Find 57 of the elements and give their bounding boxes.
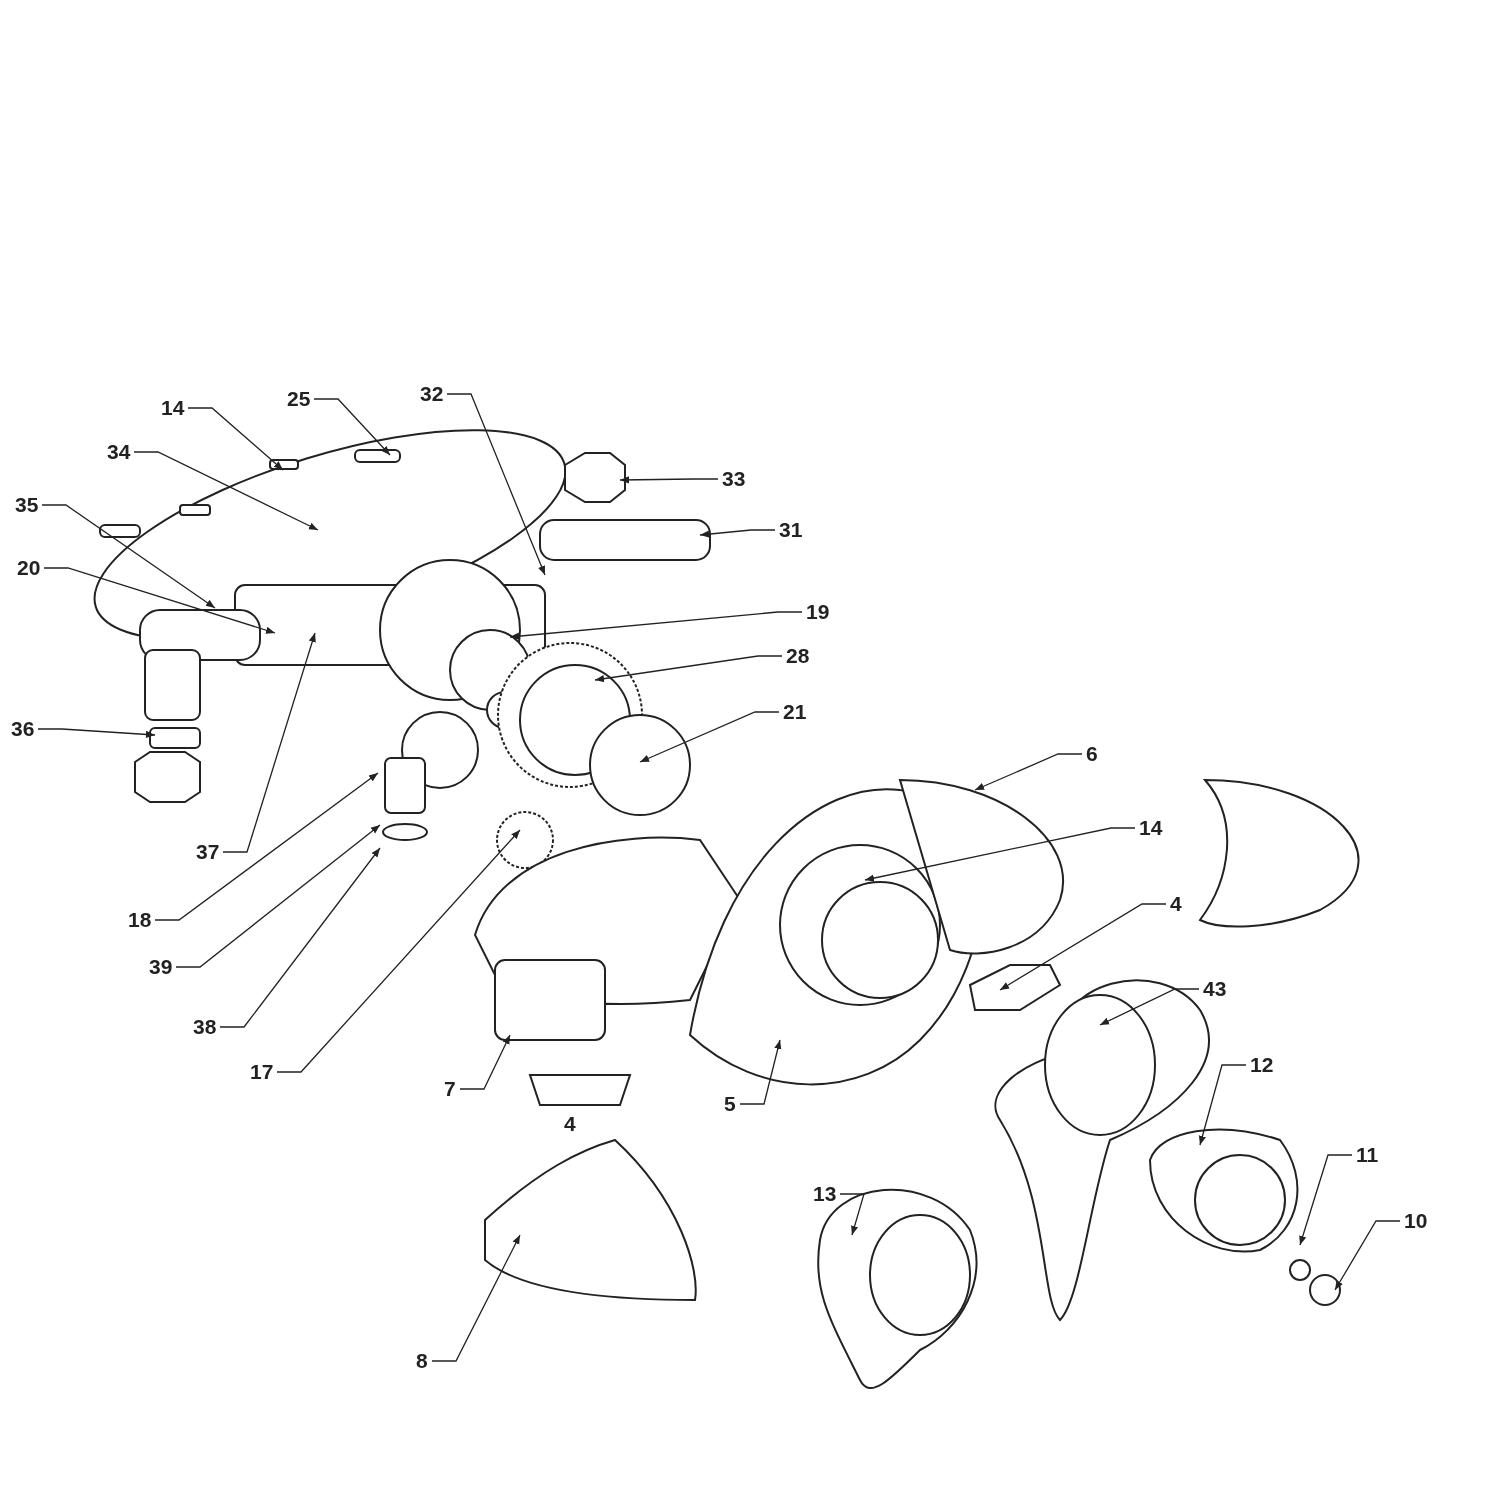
leader-line — [974, 753, 1083, 791]
leader-line — [739, 1039, 782, 1105]
leader-line — [639, 711, 780, 763]
callout-number: 4 — [1170, 892, 1182, 916]
leader-line — [1198, 1064, 1247, 1146]
leader-line — [594, 655, 783, 683]
callout-number: 33 — [722, 467, 746, 491]
leader-line — [133, 451, 319, 531]
callout-number: 28 — [786, 644, 810, 668]
callout-number: 14 — [161, 396, 185, 420]
callout-number: 6 — [1086, 742, 1098, 766]
callout-number: 19 — [806, 600, 830, 624]
callout-number: 8 — [416, 1349, 428, 1373]
callout-number: 20 — [17, 556, 41, 580]
leader-line — [37, 728, 156, 739]
leader-line — [219, 847, 381, 1028]
leader-line — [999, 903, 1167, 991]
leader-line — [839, 1193, 865, 1236]
callout-number: 10 — [1404, 1209, 1428, 1233]
callout-number: 34 — [107, 440, 131, 464]
callout-number: 13 — [813, 1182, 837, 1206]
callout-number: 35 — [15, 493, 39, 517]
callout-number: 25 — [287, 387, 311, 411]
callout-number: 14 — [1139, 816, 1163, 840]
callout-number: 12 — [1250, 1053, 1274, 1077]
leader-line — [1099, 988, 1200, 1026]
leader-line — [175, 824, 381, 968]
callout-number: 4 — [564, 1112, 576, 1136]
callout-number: 7 — [444, 1077, 456, 1101]
leader-line — [509, 611, 803, 640]
leader-line — [864, 827, 1136, 882]
callout-number: 39 — [149, 955, 173, 979]
leader-line — [276, 829, 521, 1073]
leader-line — [1334, 1220, 1401, 1291]
leader-line — [313, 398, 391, 456]
callout-number: 36 — [11, 717, 35, 741]
callout-number: 37 — [196, 840, 220, 864]
callout-number: 11 — [1356, 1143, 1379, 1167]
callout-number: 31 — [779, 518, 803, 542]
callout-number: 5 — [724, 1092, 736, 1116]
leader-line — [446, 393, 546, 576]
leader-line — [43, 567, 276, 634]
leader-line — [619, 476, 719, 484]
leader-line — [41, 504, 216, 609]
leader-line — [431, 1234, 521, 1362]
callout-number: 17 — [250, 1060, 274, 1084]
leader-line — [699, 529, 776, 538]
callout-number: 32 — [420, 382, 444, 406]
callout-number: 43 — [1203, 977, 1227, 1001]
leader-line — [1299, 1154, 1353, 1246]
callout-number: 38 — [193, 1015, 217, 1039]
leader-line — [222, 632, 316, 853]
callout-number: 21 — [783, 700, 807, 724]
leader-line — [187, 407, 284, 471]
callout-number: 18 — [128, 908, 152, 932]
leader-line — [154, 772, 379, 921]
leader-line — [459, 1034, 511, 1090]
